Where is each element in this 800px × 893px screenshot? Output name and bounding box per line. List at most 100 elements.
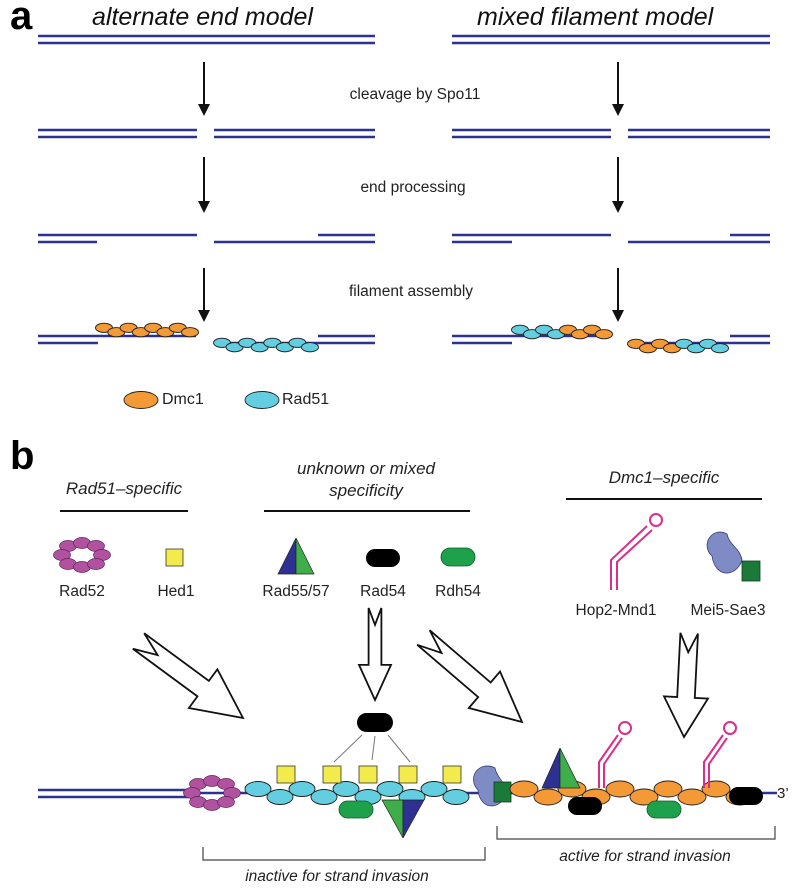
bound-rad51-subunit-5 <box>332 781 360 797</box>
rad52-icon <box>53 537 111 573</box>
rad52-bound <box>183 775 241 811</box>
mixed-left-subunit-8 <box>595 329 613 340</box>
rad52-icon-subunit-8 <box>87 558 105 570</box>
rad54-label: Rad54 <box>360 583 406 600</box>
arrow-right-processing-head <box>612 201 624 213</box>
step-end-processing-label: end processing <box>360 179 466 196</box>
panel-a-letter: a <box>10 0 33 38</box>
arrow-right-processing <box>612 157 624 213</box>
active-for-strand-invasion-label: active for strand invasion <box>559 848 731 865</box>
mei5-sae3-icon <box>706 531 761 582</box>
arrow-left-cleavage-head <box>198 104 210 116</box>
rdh54-label: Rdh54 <box>435 583 481 600</box>
alt-rad51-filament-subunit-8 <box>301 342 319 353</box>
bound-dmc1-subunit-7 <box>653 780 683 798</box>
arrow-left-processing <box>198 157 210 213</box>
bound-mei5-sae3 <box>473 765 512 807</box>
mixed-right-subunit-8 <box>711 343 729 354</box>
bound-rad55-57-blue <box>402 799 425 839</box>
arrow-left-assembly <box>198 268 210 322</box>
bound-rad51-subunit-9 <box>420 781 448 797</box>
legend-dmc1-swatch <box>123 391 159 409</box>
bound-sae3-shape <box>493 781 512 803</box>
bound-hop2-1-a <box>598 734 619 788</box>
bound-hop2-1-head <box>618 721 632 735</box>
inactive-for-strand-invasion-label: inactive for strand invasion <box>245 868 429 885</box>
category-dmc1-specific: Dmc1–specific <box>608 468 720 487</box>
step-cleavage-label: cleavage by Spo11 <box>349 86 481 103</box>
rad55-57-icon <box>277 537 315 575</box>
bound-rdh54-dmc1 <box>646 800 682 819</box>
bound-hed1-1 <box>276 765 296 784</box>
three-prime-end-label: 3’ <box>777 785 789 802</box>
bound-rad55-57-rad51 <box>381 799 425 839</box>
legend-rad51-swatch <box>244 391 280 409</box>
bound-rdh54-rad51 <box>338 800 374 819</box>
hop2-mnd1-strand-a <box>610 525 648 590</box>
rad55-57-label: Rad55/57 <box>262 583 330 600</box>
category-rad51-specific: Rad51–specific <box>65 479 183 498</box>
category-mixed-line2: specificity <box>329 481 403 500</box>
bound-hop2-mnd1-2 <box>703 721 737 788</box>
bound-rad54-dmc1-2 <box>729 787 763 805</box>
mixed-filament-model-title: mixed filament model <box>477 3 714 31</box>
bound-rad55-57-dmc1-green <box>559 747 581 789</box>
inactive-bracket <box>202 847 486 861</box>
arrow-mixed-to-rad54 <box>357 607 393 703</box>
bound-hop2-2-head <box>723 721 737 735</box>
legend-dmc1-label: Dmc1 <box>162 391 204 408</box>
bound-dmc1-subunit-8 <box>677 788 707 806</box>
panel-b-letter: b <box>10 434 35 478</box>
rad52-label: Rad52 <box>59 583 105 600</box>
rad52-bound-subunit-8 <box>217 796 235 808</box>
legend-rad51-label: Rad51 <box>282 391 330 408</box>
bound-hed1-2 <box>322 765 342 784</box>
bound-dmc1-subunit-5 <box>605 780 635 798</box>
rdh54-icon <box>440 547 476 567</box>
bound-rad54-dmc1-1 <box>568 797 602 815</box>
arrow-right-cleavage <box>612 62 624 116</box>
arrow-right-cleavage-head <box>612 104 624 116</box>
sae3-shape <box>741 560 761 582</box>
alternate-end-model-title: alternate end model <box>92 3 313 31</box>
arrow-rad51-specific <box>132 632 245 720</box>
bound-rad55-57-green <box>381 799 404 839</box>
bound-rad51-subunit-1 <box>244 781 272 797</box>
bound-rad51-subunit-7 <box>376 781 404 797</box>
bound-dmc1-subunit-2 <box>533 788 563 806</box>
hed1-label: Hed1 <box>157 583 195 600</box>
mei5-shape <box>706 531 743 574</box>
bound-rad51-subunit-10 <box>442 789 470 805</box>
alt-dmc1-filament-subunit-8 <box>181 327 199 338</box>
arrow-left-processing-head <box>198 201 210 213</box>
arrow-right-assembly-head <box>612 310 624 322</box>
hed1-icon <box>165 548 184 567</box>
mei5-sae3-label: Mei5-Sae3 <box>690 602 766 619</box>
hop2-mnd1-label: Hop2-Mnd1 <box>575 602 657 619</box>
bound-hop2-2-a <box>703 734 724 788</box>
bound-hed1-3 <box>358 765 378 784</box>
bound-rad51-subunit-2 <box>266 789 294 805</box>
rad54-center <box>357 713 393 732</box>
arrow-mixed-to-dmc1 <box>416 629 524 724</box>
hop2-mnd1-icon <box>610 513 663 590</box>
arrow-right-assembly <box>612 268 624 322</box>
bound-rad55-57-dmc1 <box>541 747 581 789</box>
rad54-link-2 <box>371 735 376 761</box>
bound-hed1-4 <box>398 765 418 784</box>
active-bracket <box>496 826 776 840</box>
hop2-mnd1-head <box>649 513 663 527</box>
rad54-link-3 <box>387 734 411 763</box>
bound-rad51-subunit-4 <box>310 789 338 805</box>
bound-hop2-mnd1-1 <box>598 721 632 788</box>
rad54-icon <box>366 549 400 567</box>
bound-rad55-57-dmc1-blue <box>541 747 561 789</box>
bound-dmc1-subunit-9 <box>701 780 731 798</box>
category-mixed-line1: unknown or mixed <box>297 459 435 478</box>
bound-hop2-1-b <box>603 737 623 788</box>
arrow-left-assembly-head <box>198 310 210 322</box>
rad54-link-1 <box>333 734 363 763</box>
rad55-57-blue-half <box>277 537 297 575</box>
